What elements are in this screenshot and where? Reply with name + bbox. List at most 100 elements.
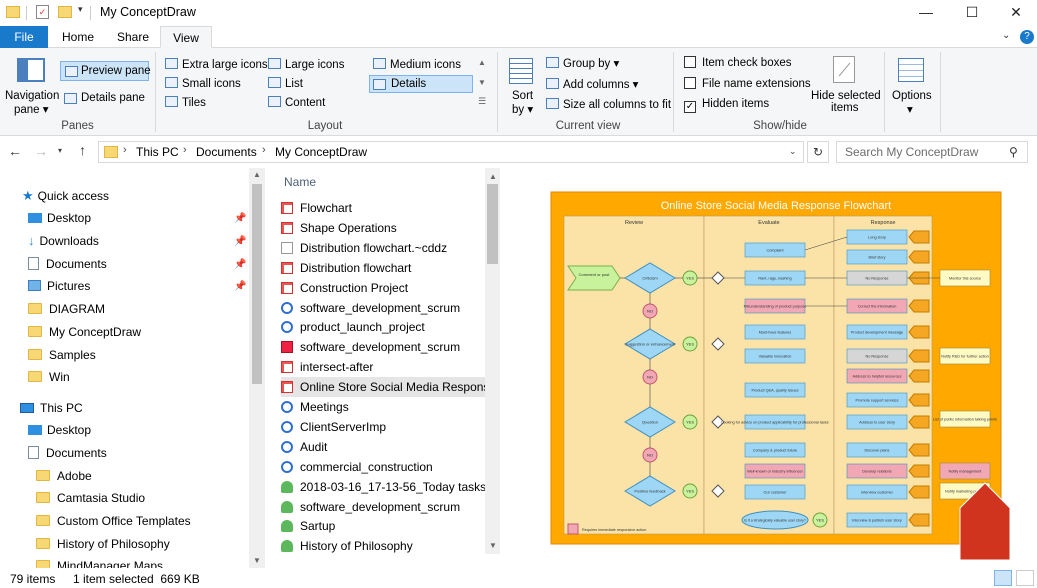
file-row[interactable]: product_launch_project: [281, 317, 485, 337]
nav-pc-desktop[interactable]: Desktop: [28, 420, 91, 440]
preview-pane-button[interactable]: Preview pane: [60, 61, 151, 81]
breadcrumb-my-conceptdraw[interactable]: My ConceptDraw: [275, 145, 368, 159]
nav-item-win[interactable]: Win: [28, 367, 70, 387]
layout-list[interactable]: List: [268, 77, 303, 90]
properties-icon[interactable]: ✓: [36, 5, 49, 19]
nav-scroll-thumb[interactable]: [252, 184, 262, 384]
column-header-name[interactable]: Name: [284, 175, 317, 189]
file-list-scrollbar[interactable]: ▲ ▼: [485, 168, 500, 554]
chevron-right-icon[interactable]: ›: [183, 144, 187, 156]
search-input[interactable]: Search My ConceptDraw ⚲: [836, 141, 1028, 163]
nav-item-diagram[interactable]: DIAGRAM: [28, 299, 105, 319]
tab-view[interactable]: View: [160, 26, 212, 48]
layout-scroll-up-icon[interactable]: ▲: [478, 58, 486, 67]
up-arrow-icon[interactable]: ↑: [79, 142, 86, 158]
navigation-pane-icon[interactable]: [17, 58, 45, 82]
address-dropdown-icon[interactable]: ⌄: [789, 146, 797, 156]
quick-access-dropdown-icon[interactable]: ▾: [78, 4, 83, 14]
details-pane-button[interactable]: Details pane: [81, 92, 145, 104]
file-row[interactable]: software_development_scrum: [281, 298, 485, 318]
new-folder-icon[interactable]: [58, 6, 72, 18]
navigation-pane-dropdown[interactable]: pane ▾: [14, 104, 49, 116]
nav-this-pc[interactable]: This PC: [20, 398, 83, 418]
file-row[interactable]: Sartup: [281, 516, 485, 536]
help-icon[interactable]: ?: [1020, 30, 1034, 44]
scroll-down-icon[interactable]: ▼: [253, 556, 261, 565]
scroll-up-icon[interactable]: ▲: [489, 172, 497, 181]
nav-item-downloads[interactable]: ↓Downloads: [28, 233, 99, 248]
file-row[interactable]: Audit: [281, 437, 485, 457]
nav-item-pictures[interactable]: Pictures: [28, 276, 90, 296]
layout-medium-icons[interactable]: Medium icons: [373, 58, 461, 71]
nav-item-my-conceptdraw[interactable]: My ConceptDraw: [28, 322, 141, 342]
tab-file[interactable]: File: [0, 26, 48, 48]
file-row[interactable]: commercial_construction: [281, 457, 485, 477]
hidden-items-checkbox[interactable]: ✓Hidden items: [684, 98, 770, 113]
nav-doc-custom-office[interactable]: Custom Office Templates: [36, 511, 191, 531]
add-columns-button[interactable]: Add columns ▾: [546, 77, 638, 91]
file-row[interactable]: 2018-03-16_17-13-56_Today tasks list: [281, 477, 485, 497]
nav-doc-adobe[interactable]: Adobe: [36, 466, 92, 486]
file-row[interactable]: software_development_scrum: [281, 337, 485, 357]
sort-by-dropdown[interactable]: by ▾: [512, 104, 534, 116]
layout-scroll-down-icon[interactable]: ▼: [478, 78, 486, 87]
maximize-button[interactable]: ☐: [965, 4, 979, 20]
nav-item-samples[interactable]: Samples: [28, 345, 96, 365]
layout-tiles[interactable]: Tiles: [165, 96, 206, 109]
file-row[interactable]: software_development_scrum: [281, 497, 485, 517]
breadcrumb-this-pc[interactable]: This PC: [136, 145, 179, 159]
nav-scrollbar[interactable]: ▲ ▼: [249, 168, 265, 568]
file-row[interactable]: ClientServerImp: [281, 417, 485, 437]
search-icon[interactable]: ⚲: [1009, 145, 1018, 159]
nav-pc-documents[interactable]: Documents: [28, 443, 107, 463]
large-icons-view-icon[interactable]: [1016, 570, 1034, 586]
layout-content[interactable]: Content: [268, 96, 325, 109]
file-row[interactable]: Construction Project: [281, 278, 485, 298]
nav-quick-access[interactable]: ★Quick access: [22, 188, 110, 203]
expand-ribbon-icon[interactable]: ⌄: [1002, 30, 1011, 41]
sort-by-button[interactable]: Sort: [512, 90, 534, 102]
file-row[interactable]: Meetings: [281, 397, 485, 417]
hide-selected-items-button[interactable]: Hide selected: [811, 90, 881, 102]
size-all-columns-button[interactable]: Size all columns to fit: [546, 98, 671, 111]
file-row[interactable]: Shape Operations: [281, 218, 485, 238]
options-button[interactable]: Options: [892, 90, 932, 102]
file-row[interactable]: Flowchart: [281, 198, 485, 218]
refresh-icon[interactable]: ↻: [807, 141, 829, 163]
pin-icon[interactable]: 📌: [234, 259, 247, 270]
recent-locations-icon[interactable]: ▾: [58, 146, 63, 155]
nav-doc-mindmanager[interactable]: MindManager Maps: [36, 557, 163, 568]
navigation-pane-button[interactable]: Navigation: [5, 90, 60, 102]
layout-more-icon[interactable]: ☰: [478, 96, 487, 106]
scroll-up-icon[interactable]: ▲: [253, 170, 261, 179]
layout-small-icons[interactable]: Small icons: [165, 77, 241, 90]
nav-doc-history[interactable]: History of Philosophy: [36, 534, 170, 554]
file-row[interactable]: Online Store Social Media Response: [281, 377, 485, 398]
file-row[interactable]: intersect-after: [281, 357, 485, 377]
pin-icon[interactable]: 📌: [234, 236, 247, 247]
file-scroll-thumb[interactable]: [487, 184, 498, 264]
pin-icon[interactable]: 📌: [234, 213, 247, 224]
chevron-right-icon[interactable]: ›: [262, 144, 266, 156]
chevron-right-icon[interactable]: ›: [123, 144, 127, 156]
breadcrumb-documents[interactable]: Documents: [196, 145, 257, 159]
group-by-button[interactable]: Group by ▾: [546, 56, 619, 70]
layout-extra-large-icons[interactable]: Extra large icons: [165, 58, 268, 71]
nav-item-desktop[interactable]: Desktop: [28, 208, 91, 228]
file-row[interactable]: History of Philosophy: [281, 536, 485, 556]
scroll-down-icon[interactable]: ▼: [489, 541, 497, 550]
item-check-boxes-checkbox[interactable]: Item check boxes: [684, 56, 791, 69]
tab-home[interactable]: Home: [61, 30, 94, 44]
address-input[interactable]: › This PC › Documents › My ConceptDraw ⌄: [98, 141, 804, 163]
layout-large-icons[interactable]: Large icons: [268, 58, 344, 71]
nav-item-documents[interactable]: Documents: [28, 254, 107, 274]
details-view-icon[interactable]: [994, 570, 1012, 586]
forward-arrow-icon[interactable]: →: [34, 143, 48, 159]
file-row[interactable]: Distribution flowchart: [281, 258, 485, 278]
minimize-button[interactable]: —: [919, 4, 933, 20]
close-button[interactable]: ✕: [1010, 4, 1022, 20]
file-row[interactable]: Distribution flowchart.~cddz: [281, 238, 485, 258]
back-arrow-icon[interactable]: ←: [8, 143, 22, 159]
layout-details[interactable]: Details: [369, 75, 473, 93]
options-dropdown-icon[interactable]: ▾: [907, 104, 913, 116]
